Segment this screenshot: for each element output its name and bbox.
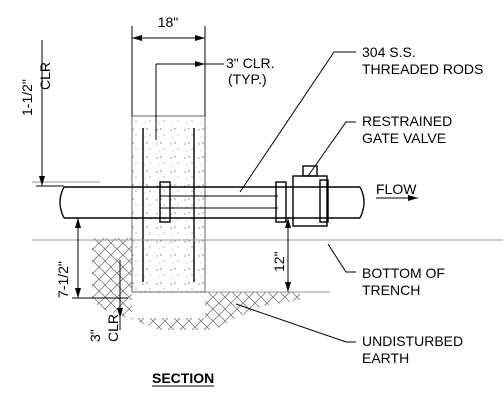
leader-earth [235, 303, 356, 343]
label-trench-2: TRENCH [362, 282, 420, 298]
label-valve-2: GATE VALVE [362, 130, 446, 146]
dim-1-5-top [36, 40, 64, 187]
dim-3-side [155, 61, 224, 140]
label-3-bottom-clr: CLR [105, 314, 121, 342]
label-valve-1: RESTRAINED [362, 113, 452, 129]
label-trench-1: BOTTOM OF [362, 265, 445, 281]
label-3-bottom: 3" [87, 329, 103, 342]
label-rods-1: 304 S.S. [362, 44, 416, 60]
label-typ: (TYP.) [228, 71, 267, 87]
label-1-5: 1-1/2" [19, 79, 35, 116]
flow-arrow-head [408, 195, 418, 201]
dim-7-5-left [72, 218, 128, 299]
dim-12-right [285, 218, 291, 292]
dim-3-bottom [117, 260, 123, 330]
label-7-5: 7-1/2" [55, 261, 71, 298]
label-earth-2: EARTH [362, 350, 409, 366]
label-earth-1: UNDISTURBED [362, 333, 463, 349]
section-title: SECTION [152, 370, 214, 386]
leader-rods [239, 51, 356, 193]
label-rods-2: THREADED RODS [362, 61, 483, 77]
label-3-clr-side: 3" CLR. [226, 55, 275, 71]
leader-trench [327, 243, 356, 273]
label-12: 12" [271, 251, 287, 272]
restraint-flange-right [275, 181, 287, 223]
restraint-flange-left [159, 181, 171, 223]
label-18: 18" [158, 14, 179, 30]
gate-valve [292, 165, 329, 227]
label-flow: FLOW [376, 181, 417, 197]
concrete-block [131, 115, 206, 293]
leader-valve [307, 121, 356, 177]
dim-18 [131, 26, 206, 116]
label-1-5-clr: CLR [37, 62, 53, 90]
pipe [59, 186, 365, 219]
undisturbed-earth-hatch [92, 238, 300, 330]
